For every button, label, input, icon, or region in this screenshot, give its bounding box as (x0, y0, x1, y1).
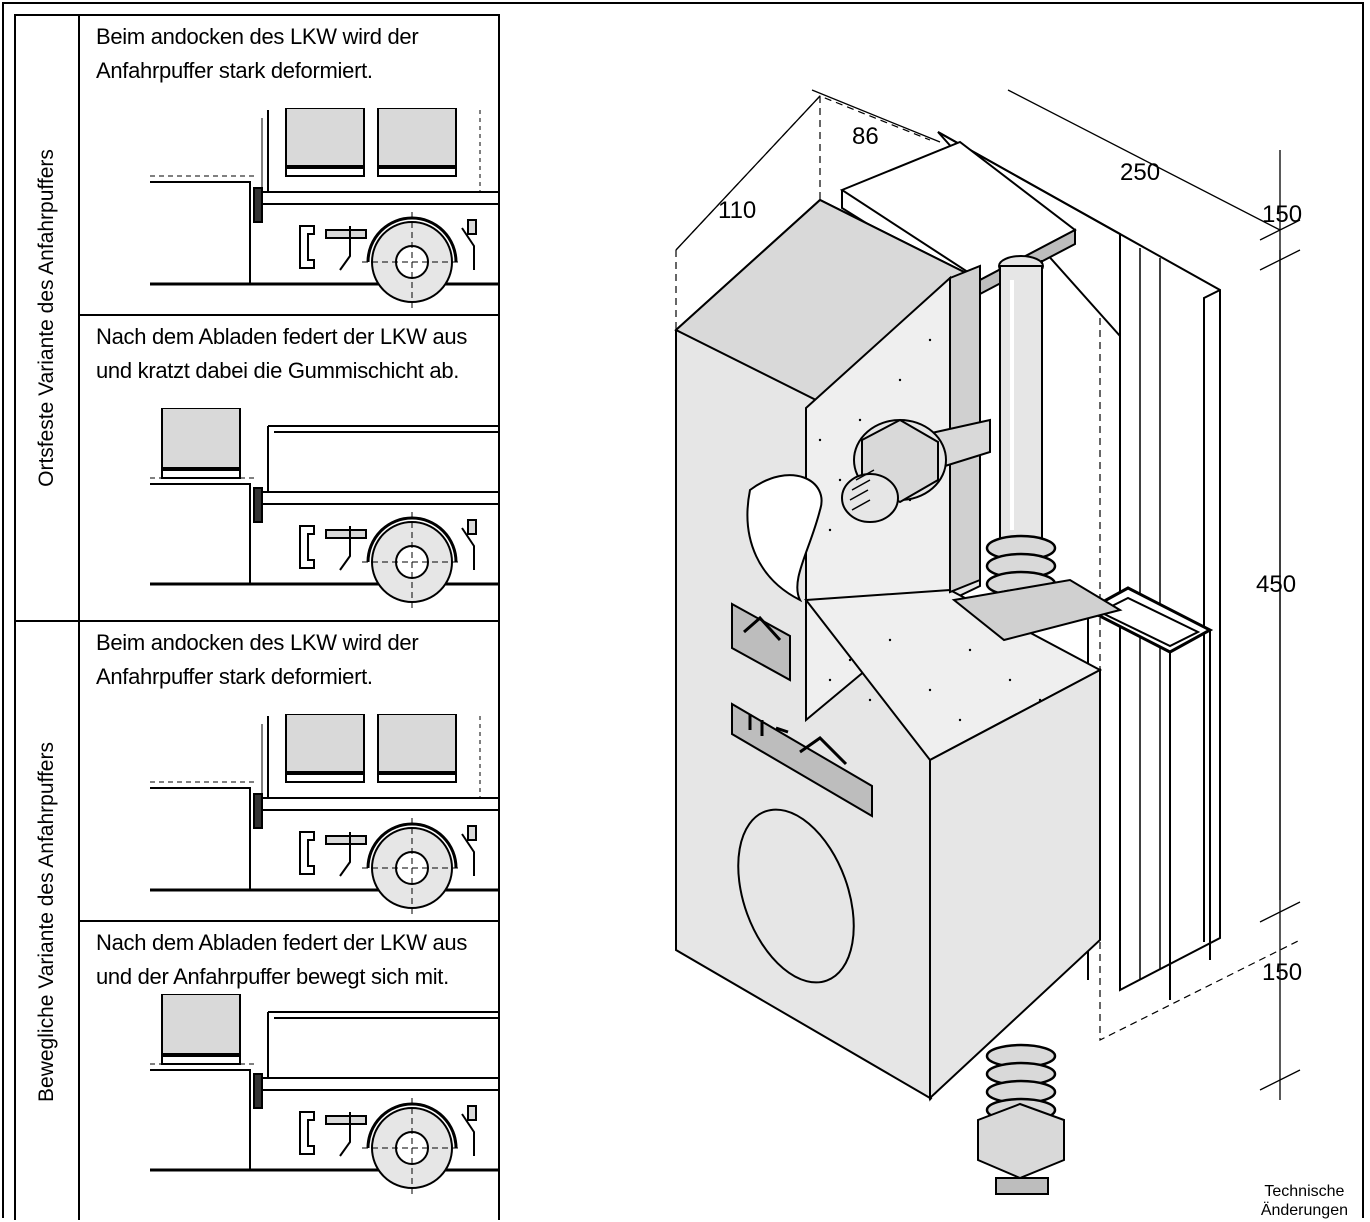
truck-docked-illustration (150, 108, 500, 308)
truck-unloaded-illustration (150, 994, 500, 1194)
buffer-technical-drawing: 110 86 250 150 450 150 (674, 89, 1302, 1195)
panel-movable-unloaded: Nach dem Abladen federt der LKW aus und … (80, 922, 500, 1222)
dimension-labels: 110 86 250 150 450 150 (718, 123, 1302, 986)
truck-unloaded-illustration (150, 408, 500, 608)
technical-note: Technische Änderungen (1260, 1183, 1348, 1219)
panel-caption: Nach dem Abladen federt der LKW aus und … (96, 324, 468, 383)
label-column-divider (78, 16, 80, 1220)
panel-caption: Beim andocken des LKW wird der Anfahrpuf… (96, 24, 419, 83)
dim-width: 250 (1120, 159, 1160, 186)
variant-label-fixed: Ortsfeste Variante des Anfahrpuffers (35, 149, 58, 487)
variant-label-movable: Bewegliche Variante des Anfahrpuffers (35, 742, 59, 1102)
dim-top-offset: 150 (1262, 201, 1302, 228)
brand-logo-plates (731, 602, 873, 818)
panel-divider (78, 314, 500, 316)
truck-docked-illustration (150, 714, 500, 914)
variant-divider (16, 620, 500, 622)
panel-caption: Nach dem Abladen federt der LKW aus und … (96, 930, 468, 989)
dim-height: 450 (1256, 571, 1296, 598)
dim-depth-mid: 86 (852, 123, 879, 150)
panel-caption: Beim andocken des LKW wird der Anfahrpuf… (96, 630, 419, 689)
dim-depth-front: 110 (718, 197, 756, 224)
dimension-lines (675, 89, 1301, 1100)
panel-fixed-docked: Beim andocken des LKW wird der Anfahrpuf… (80, 16, 500, 314)
panel-divider (78, 920, 500, 922)
mounting-bolt (841, 418, 991, 523)
panel-movable-docked: Beim andocken des LKW wird der Anfahrpuf… (80, 622, 500, 920)
variant-table: Ortsfeste Variante des Anfahrpuffers Bew… (14, 14, 500, 1220)
panel-fixed-unloaded: Nach dem Abladen federt der LKW aus und … (80, 316, 500, 620)
dim-bottom-offset: 150 (1262, 959, 1302, 986)
